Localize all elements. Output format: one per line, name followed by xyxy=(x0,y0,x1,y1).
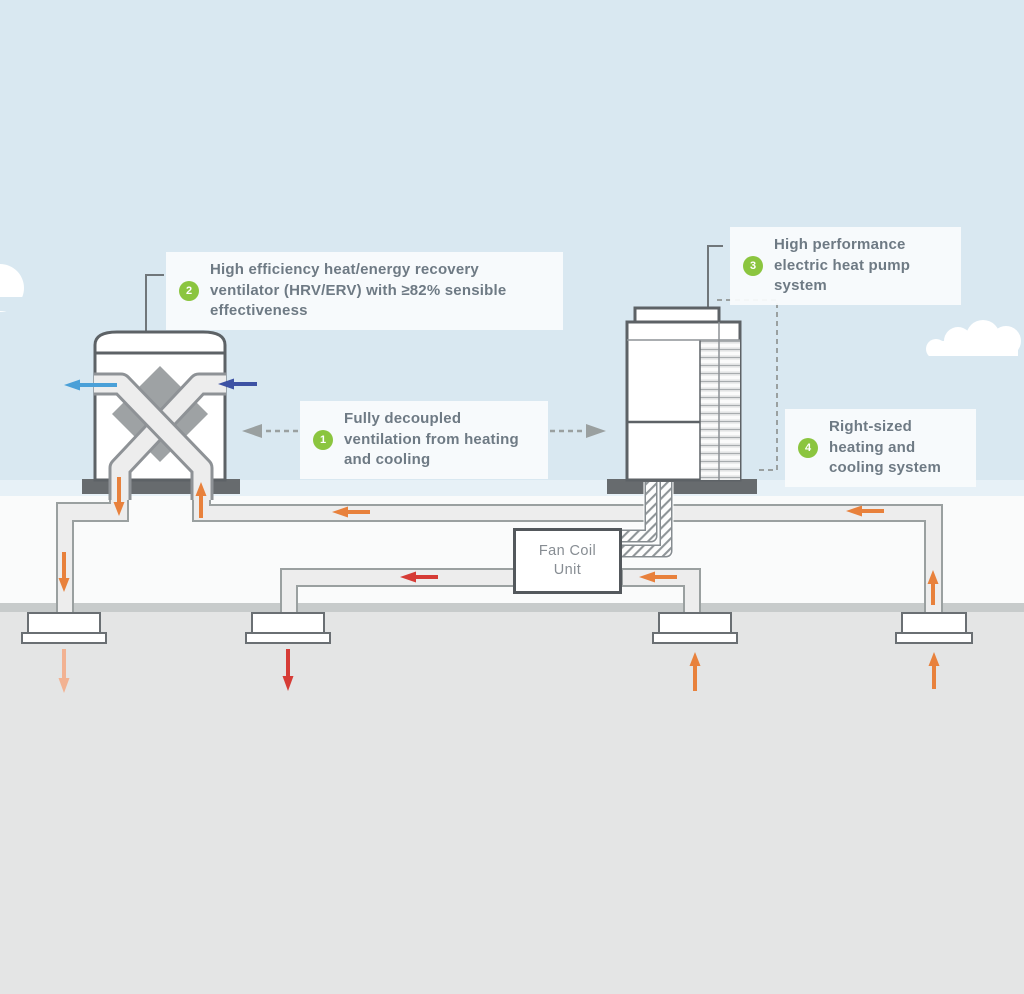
refrigerant-lines xyxy=(620,482,674,559)
diffuser-4 xyxy=(895,612,973,644)
right-duct-up-arrow xyxy=(927,570,939,605)
callout-2-badge: 2 xyxy=(179,281,199,302)
callout-1-decoupled-ventilation: 1 Fully decoupled ventilation from heati… xyxy=(300,401,548,480)
fan-coil-unit: Fan Coil Unit xyxy=(513,528,622,594)
heat-pump-coil-fins xyxy=(700,340,740,480)
fresh-air-arrow xyxy=(218,378,257,390)
callout-1-text: Fully decoupled ventilation from heating… xyxy=(344,410,519,469)
return-duct-left-arrow-2 xyxy=(846,505,884,517)
supply-down-arrow xyxy=(113,477,125,516)
hrv-dome-top xyxy=(93,330,227,355)
diffuser-2 xyxy=(245,612,331,644)
callout-4-right-sized: 4 Right-sized heating and cooling system xyxy=(785,409,976,488)
diffuser-1-down-arrow xyxy=(58,649,70,693)
callout-3-heat-pump: 3 High performance electric heat pump sy… xyxy=(730,227,961,306)
diffuser-2-down-arrow xyxy=(282,649,294,691)
callout-1-badge: 1 xyxy=(313,430,333,451)
fan-coil-unit-label: Fan Coil Unit xyxy=(538,543,597,578)
refrigerant-line-return xyxy=(620,482,671,556)
return-duct-left-arrow-1 xyxy=(332,506,370,518)
callout-4-text: Right-sized heating and cooling system xyxy=(829,418,941,477)
horizon-haze xyxy=(0,480,1024,496)
callout-2-text: High efficiency heat/energy recovery ven… xyxy=(210,261,507,320)
heat-pump-unit xyxy=(625,245,778,482)
airflow-arrows xyxy=(58,477,940,693)
ceiling-band xyxy=(0,603,1024,612)
exhaust-air-arrow xyxy=(64,379,117,391)
callout-2-hrv-erv: 2 High efficiency heat/energy recovery v… xyxy=(166,252,563,331)
cloud-left xyxy=(0,264,40,312)
return-up-arrow xyxy=(195,482,207,518)
diffuser-1 xyxy=(21,612,107,644)
callout-2-connector-line xyxy=(145,274,164,332)
callout-3-text: High performance electric heat pump syst… xyxy=(774,236,911,295)
room-interior xyxy=(0,612,1024,994)
cloud-right xyxy=(900,320,1024,370)
diffuser-3 xyxy=(652,612,738,644)
diffuser-3-up-arrow xyxy=(689,652,701,691)
decoupled-dashed-arrows xyxy=(242,424,606,438)
dashed-arrowhead-right xyxy=(586,424,606,438)
fan-coil-return-left-arrow xyxy=(639,571,677,583)
callout-3-connector-line xyxy=(707,245,723,318)
ceiling-diffusers xyxy=(21,612,973,644)
fan-coil-supply-left-arrow xyxy=(400,571,438,583)
dashed-arrowhead-left xyxy=(242,424,262,438)
wall-duct-down-arrow xyxy=(58,552,70,592)
callout-4-badge: 4 xyxy=(798,438,818,459)
hrv-erv-unit xyxy=(64,274,257,500)
refrigerant-line-supply xyxy=(620,482,656,541)
callout-3-badge: 3 xyxy=(743,256,763,277)
diffuser-4-up-arrow xyxy=(928,652,940,689)
